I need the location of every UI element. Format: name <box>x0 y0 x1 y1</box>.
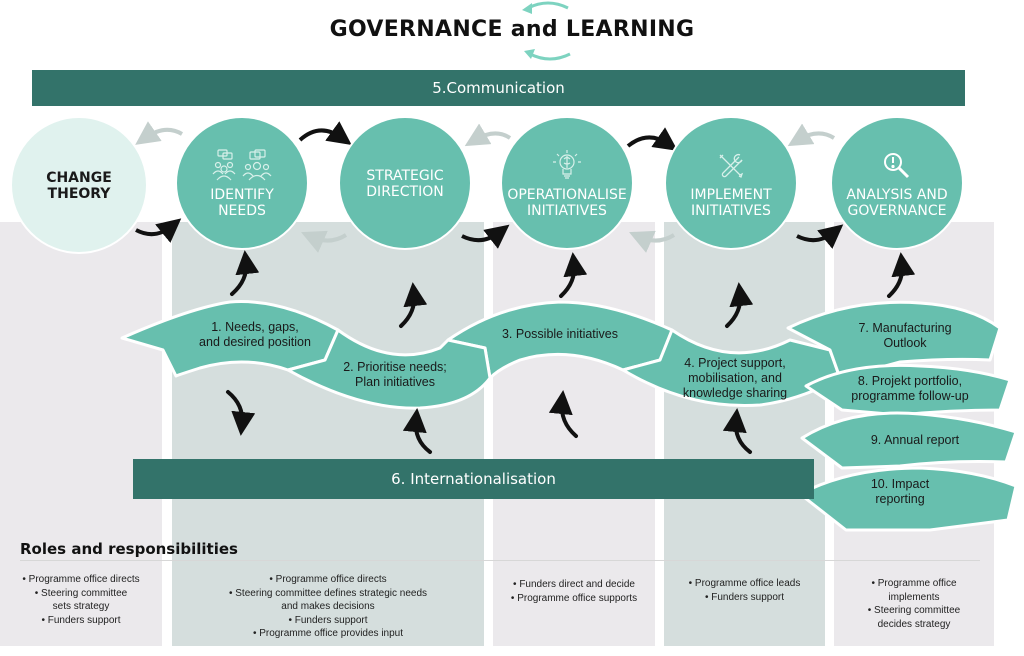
up-arrow-step2 <box>402 408 432 454</box>
phase-implement-initiatives[interactable]: IMPLEMENT INITIATIVES <box>664 116 798 250</box>
role-item: • Programme office provides input <box>252 628 404 639</box>
feedback-arrow-1 <box>135 121 184 145</box>
phase-label: STRATEGIC DIRECTION <box>366 168 444 200</box>
phase-change-theory[interactable]: CHANGE THEORY <box>10 116 148 254</box>
ribbon-step-7 <box>786 300 1002 380</box>
people-dialogue-icon <box>212 147 272 181</box>
cycle-arrow-bottom-icon <box>529 52 571 61</box>
forward-arrow-1 <box>298 121 352 146</box>
ribbon-step-2 <box>286 328 492 410</box>
forward-arrow-3 <box>135 218 182 243</box>
phase-label: IMPLEMENT INITIATIVES <box>690 187 772 219</box>
ribbon-step-10 <box>798 466 1018 532</box>
diagram-title: GOVERNANCE and LEARNING <box>329 17 695 42</box>
phase-strategic-direction[interactable]: STRATEGIC DIRECTION <box>338 116 472 250</box>
roles-column-5: • Programme office implements • Steering… <box>834 577 994 631</box>
role-item: • Funders direct and decide <box>513 579 635 590</box>
role-item: • Programme office implements <box>871 578 957 603</box>
tools-icon <box>716 147 746 181</box>
step-3-label: 3. Possible initiatives <box>501 327 619 341</box>
step-2-label: 2. Prioritise needs; Plan initiatives <box>343 360 447 389</box>
up-arrow-implement <box>725 282 754 328</box>
ribbon-step-8 <box>804 363 1012 417</box>
cycle-arrow-top-head <box>522 3 532 14</box>
step-8-label: 8. Projekt portfolio, programme follow-u… <box>851 374 969 403</box>
phase-label: IDENTIFY NEEDS <box>210 187 274 219</box>
feedback-arrow-5 <box>629 230 676 253</box>
step-1-label: 1. Needs, gaps, and desired position <box>199 320 311 349</box>
ribbon-step-9 <box>800 411 1018 470</box>
internationalisation-label: 6. Internationalisation <box>391 470 556 488</box>
feedback-arrow-3 <box>787 123 836 147</box>
role-item: • Steering committee decides strategy <box>867 605 961 630</box>
feedback-arrow-4 <box>301 230 348 253</box>
role-item: • Funders support <box>704 591 785 603</box>
roles-column-2: • Programme office directs • Steering co… <box>172 573 484 641</box>
up-arrow-step3 <box>548 390 578 438</box>
column-change-theory <box>0 222 162 646</box>
internationalisation-bar: 6. Internationalisation <box>133 459 814 499</box>
feedback-arrow-2 <box>464 123 512 147</box>
role-item: • Funders support <box>288 614 368 626</box>
step-4-label: 4. Project support, mobilisation, and kn… <box>682 356 788 400</box>
up-arrow-operationalise <box>559 252 588 298</box>
phase-label: ANALYSIS AND GOVERNANCE <box>846 187 948 219</box>
phase-analysis-governance[interactable]: ANALYSIS AND GOVERNANCE <box>830 116 964 250</box>
role-item: • Programme office directs <box>269 574 387 585</box>
role-item: • Steering committee sets strategy <box>34 587 128 613</box>
forward-arrow-4 <box>461 224 510 249</box>
column-identify-strategic <box>172 222 484 646</box>
forward-arrow-2 <box>626 127 678 151</box>
step-9-label: 9. Annual report <box>870 433 960 447</box>
up-arrow-step4 <box>722 408 752 454</box>
role-item: • Steering committee defines strategic n… <box>228 587 428 613</box>
roles-title: Roles and responsibilities <box>20 540 238 558</box>
communication-label: 5.Communication <box>432 79 565 97</box>
phase-label: CHANGE THEORY <box>46 170 112 202</box>
up-arrow-analysis <box>887 252 916 298</box>
cycle-arrow-bottom-head <box>524 49 535 59</box>
roles-column-3: • Funders direct and decide • Programme … <box>493 578 655 605</box>
roles-column-1: • Programme office directs • Steering co… <box>0 573 162 627</box>
up-arrow-identify <box>230 250 260 296</box>
phase-operationalise-initiatives[interactable]: OPERATIONALISE INITIATIVES <box>500 116 634 250</box>
up-arrow-strategic <box>399 282 428 328</box>
step-7-label: 7. Manufacturing Outlook <box>858 321 952 350</box>
phase-identify-needs[interactable]: IDENTIFY NEEDS <box>175 116 309 250</box>
roles-column-4: • Programme office leads • Funders suppo… <box>664 577 825 604</box>
step-10-label: 10. Impact reporting <box>870 477 930 506</box>
role-item: • Funders support <box>41 614 121 626</box>
forward-arrow-5 <box>796 224 844 249</box>
role-item: • Programme office directs <box>22 574 140 585</box>
title-cycle-arrows <box>522 1 571 61</box>
role-item: • Programme office leads <box>688 578 801 589</box>
communication-bar: 5.Communication <box>32 70 965 106</box>
magnifier-exclamation-icon <box>881 147 913 181</box>
down-arrow-step1 <box>226 390 256 436</box>
lightbulb-brain-icon <box>552 147 582 181</box>
roles-divider <box>20 560 980 561</box>
role-item: • Programme office supports <box>510 592 638 604</box>
phase-label: OPERATIONALISE INITIATIVES <box>507 187 627 219</box>
